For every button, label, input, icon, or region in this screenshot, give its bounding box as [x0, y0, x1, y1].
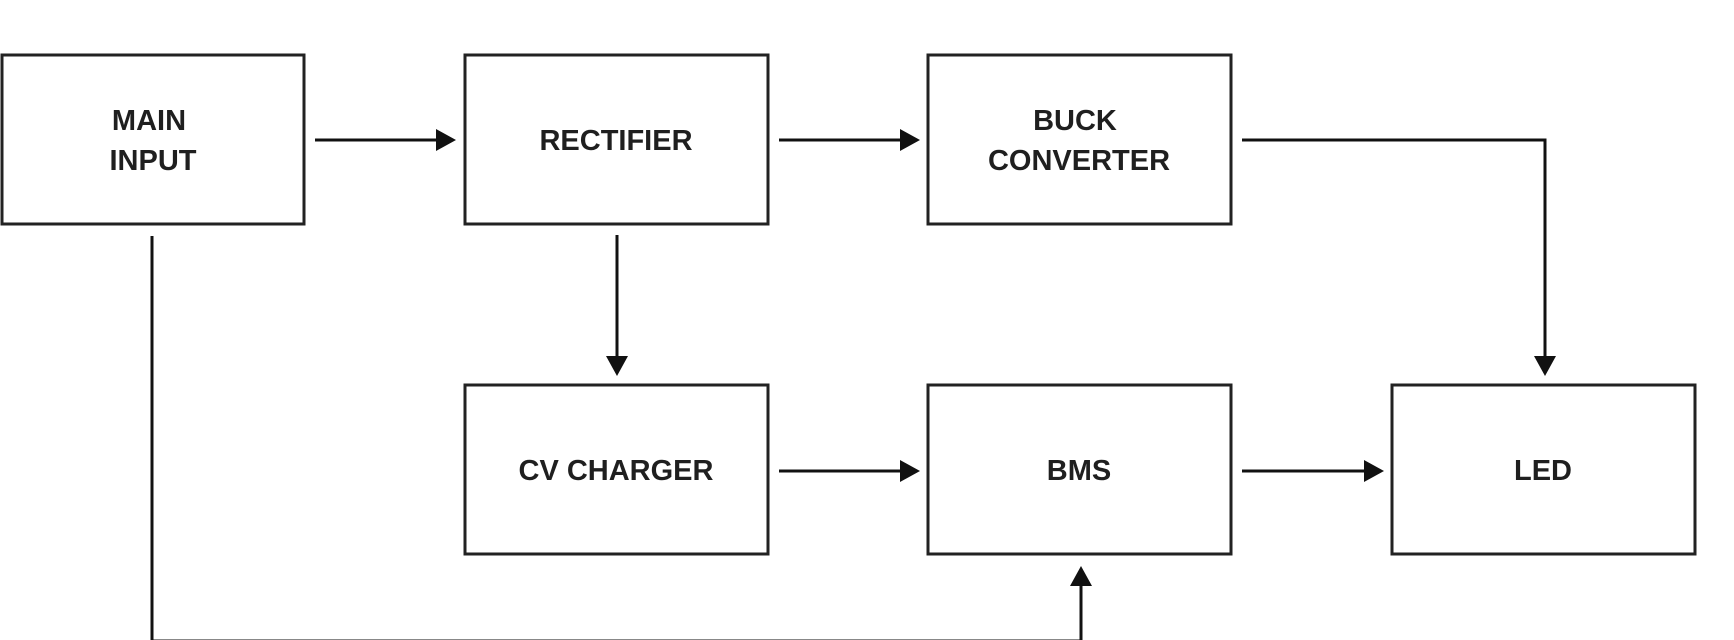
block-bms-box: [926, 383, 1233, 556]
arrowhead-right-icon: [900, 129, 920, 151]
block-rectifier-line-1: RECTIFIER: [539, 125, 692, 157]
arrowhead-down-icon: [1534, 356, 1556, 376]
block-buck-converter: BUCK CONVERTER: [926, 53, 1233, 226]
block-buck-converter-line-1: BUCK: [1033, 105, 1117, 137]
arrowhead-right-icon: [900, 460, 920, 482]
block-bms: BMS: [926, 383, 1233, 556]
block-rectifier-label: RECTIFIER: [539, 125, 692, 157]
block-main-input: MAIN INPUT: [0, 53, 306, 226]
block-rectifier-box: [463, 53, 770, 226]
block-cv-charger-box: [463, 383, 770, 556]
block-led-label: LED: [1514, 455, 1572, 487]
block-buck-converter-line-2: CONVERTER: [988, 145, 1170, 177]
arrowhead-down-icon: [606, 356, 628, 376]
connection-rectifier-to-cv-charger: [606, 235, 628, 376]
block-rectifier: RECTIFIER: [463, 53, 770, 226]
wire-buck-converter-led: [1242, 138, 1547, 358]
block-led-line-1: LED: [1514, 455, 1572, 487]
connection-main-input-to-rectifier: [315, 129, 456, 151]
arrowhead-right-icon: [1364, 460, 1384, 482]
block-main-input-line-2: INPUT: [110, 145, 197, 177]
block-cv-charger: CV CHARGER: [463, 383, 770, 556]
block-main-input-line-1: MAIN: [112, 105, 186, 137]
arrowhead-right-icon: [436, 129, 456, 151]
connection-main-input-to-bms: [150, 236, 1092, 640]
connection-rectifier-to-buck-converter: [779, 129, 920, 151]
block-cv-charger-label: CV CHARGER: [519, 455, 714, 487]
block-main-input-box: [0, 53, 306, 226]
arrowhead-up-icon: [1070, 566, 1092, 586]
connection-cv-charger-to-bms: [779, 460, 920, 482]
block-bms-label: BMS: [1047, 455, 1111, 487]
block-buck-converter-label: BUCK CONVERTER: [988, 105, 1170, 177]
block-bms-line-1: BMS: [1047, 455, 1111, 487]
connection-bms-to-led: [1242, 460, 1384, 482]
wire-main-input-bms: [150, 236, 1083, 640]
block-led: LED: [1390, 383, 1697, 556]
block-cv-charger-line-1: CV CHARGER: [519, 455, 714, 487]
block-led-box: [1390, 383, 1697, 556]
connection-buck-converter-to-led: [1242, 138, 1556, 376]
block-buck-converter-box: [926, 53, 1233, 226]
block-main-input-label: MAIN INPUT: [110, 105, 197, 177]
